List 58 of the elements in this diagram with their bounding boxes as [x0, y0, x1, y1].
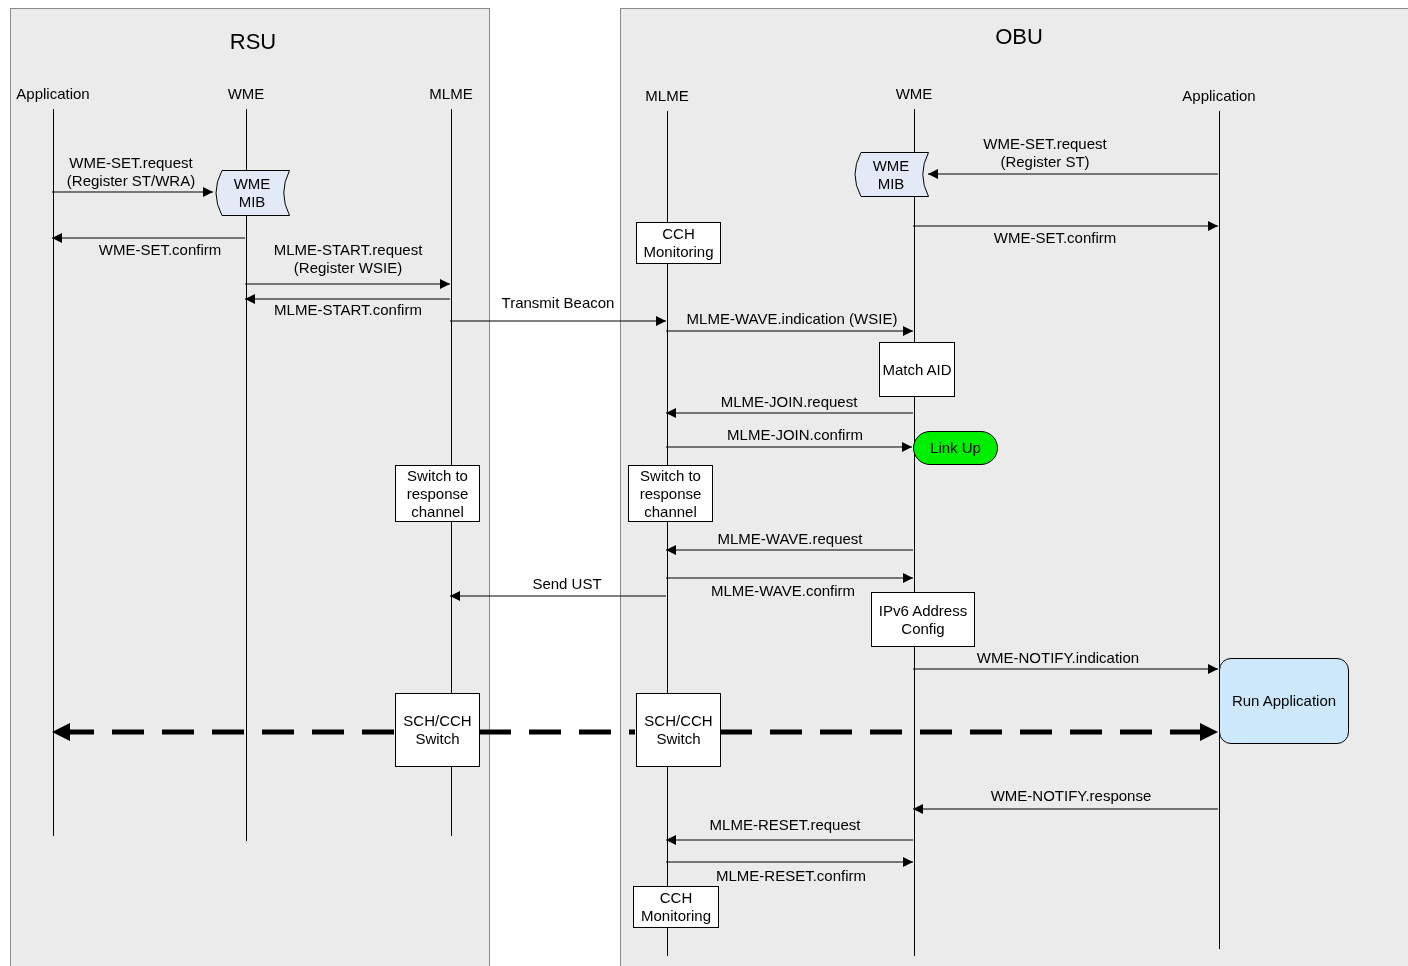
arrow — [665, 545, 914, 555]
panel-title: RSU — [229, 29, 277, 55]
edge-label: WME-NOTIFY.indication — [976, 649, 1140, 667]
rounded-box: Run Application — [1219, 658, 1349, 744]
edge-label: WME-NOTIFY.response — [990, 787, 1152, 805]
process-box: Switch to response channel — [628, 465, 713, 522]
process-box: SCH/CCH Switch — [395, 693, 480, 767]
edge-label: WME-SET.confirm — [98, 241, 222, 259]
edge-label: MLME-JOIN.request — [720, 393, 858, 411]
edge-label: MLME-START.confirm — [274, 301, 422, 319]
arrow — [927, 169, 1219, 179]
arrow — [665, 573, 914, 583]
lifeline-header: WME — [895, 85, 933, 102]
arrow — [51, 187, 214, 197]
arrow — [912, 221, 1219, 231]
edge-label: WME-SET.confirm — [993, 229, 1117, 247]
arrow — [244, 294, 451, 304]
lifeline-header: Application — [1182, 87, 1256, 104]
edge-label: WME-SET.request (Register ST) — [982, 135, 1108, 171]
obu-panel — [620, 8, 1408, 966]
edge-label: Send UST — [532, 575, 602, 593]
arrow — [244, 279, 451, 289]
edge-label: Transmit Beacon — [501, 294, 615, 312]
lifeline-header: WME — [227, 85, 265, 102]
lifeline-header: MLME — [645, 87, 689, 104]
process-box: CCH Monitoring — [636, 222, 721, 264]
arrow — [449, 316, 667, 326]
arrow — [665, 442, 913, 452]
dashed-double-arrow — [720, 723, 1218, 741]
rsu-panel — [10, 8, 490, 966]
edge-label: MLME-JOIN.confirm — [727, 426, 863, 444]
arrow — [665, 408, 914, 418]
edge-label: MLME-WAVE.indication (WSIE) — [686, 310, 898, 328]
dashed-double-arrow — [52, 723, 394, 741]
process-box: Match AID — [879, 342, 955, 397]
arrow — [449, 591, 667, 601]
edge-label: MLME-WAVE.confirm — [710, 582, 856, 600]
arrow — [665, 326, 914, 336]
process-box: Switch to response channel — [395, 465, 480, 522]
arrow — [665, 835, 914, 845]
panel-title: OBU — [995, 24, 1043, 50]
process-box: IPv6 Address Config — [871, 592, 975, 647]
lifeline-header: MLME — [429, 85, 473, 102]
status-pill: Link Up — [913, 431, 998, 465]
arrow — [665, 857, 914, 867]
process-box: CCH Monitoring — [633, 886, 719, 928]
process-box: SCH/CCH Switch — [636, 693, 721, 767]
edge-label: MLME-RESET.confirm — [716, 867, 866, 885]
stored-data-shape: WME MIB — [214, 170, 290, 216]
lifeline-header: Application — [16, 85, 90, 102]
arrow — [51, 233, 246, 243]
edge-label: MLME-WAVE.request — [717, 530, 863, 548]
edge-label: WME-SET.request (Register ST/WRA) — [65, 154, 197, 190]
edge-label: MLME-START.request (Register WSIE) — [272, 241, 424, 277]
arrow — [912, 664, 1219, 674]
stored-data-shape: WME MIB — [853, 152, 929, 197]
edge-label: MLME-RESET.request — [709, 816, 861, 834]
arrow — [912, 804, 1219, 814]
